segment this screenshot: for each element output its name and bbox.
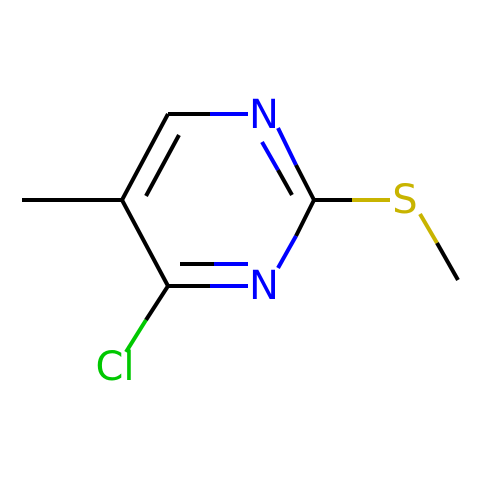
atom-labels: N N S Cl xyxy=(95,92,417,390)
bond-n1-c2-inner-carbon-half xyxy=(276,169,294,196)
atom-n1-label: N xyxy=(249,92,279,138)
bond-s-methyl-carbon-half xyxy=(435,242,460,281)
atom-cl-label: Cl xyxy=(95,344,134,390)
bond-c5-c6-outer xyxy=(120,113,170,201)
bond-n1-c2-outer-nitrogen-half xyxy=(276,127,298,166)
bond-c4-cl-carbon-half xyxy=(144,284,170,322)
bond-n1-c2-inner-nitrogen-half xyxy=(260,141,280,171)
bond-c2-n3-carbon-half xyxy=(294,199,316,237)
bond-c4-c5 xyxy=(120,199,170,287)
bond-c5-c6-inner xyxy=(144,134,181,197)
atom-s-label: S xyxy=(392,177,417,223)
bond-s-methyl-sulfur-half xyxy=(418,212,439,245)
atom-n3-label: N xyxy=(249,263,279,309)
bond-c2-n3-nitrogen-half xyxy=(276,235,298,269)
bond-c4-cl-chlorine-half xyxy=(124,318,148,354)
bond-n1-c2-outer-carbon-half xyxy=(294,164,316,201)
bonds xyxy=(22,112,460,354)
